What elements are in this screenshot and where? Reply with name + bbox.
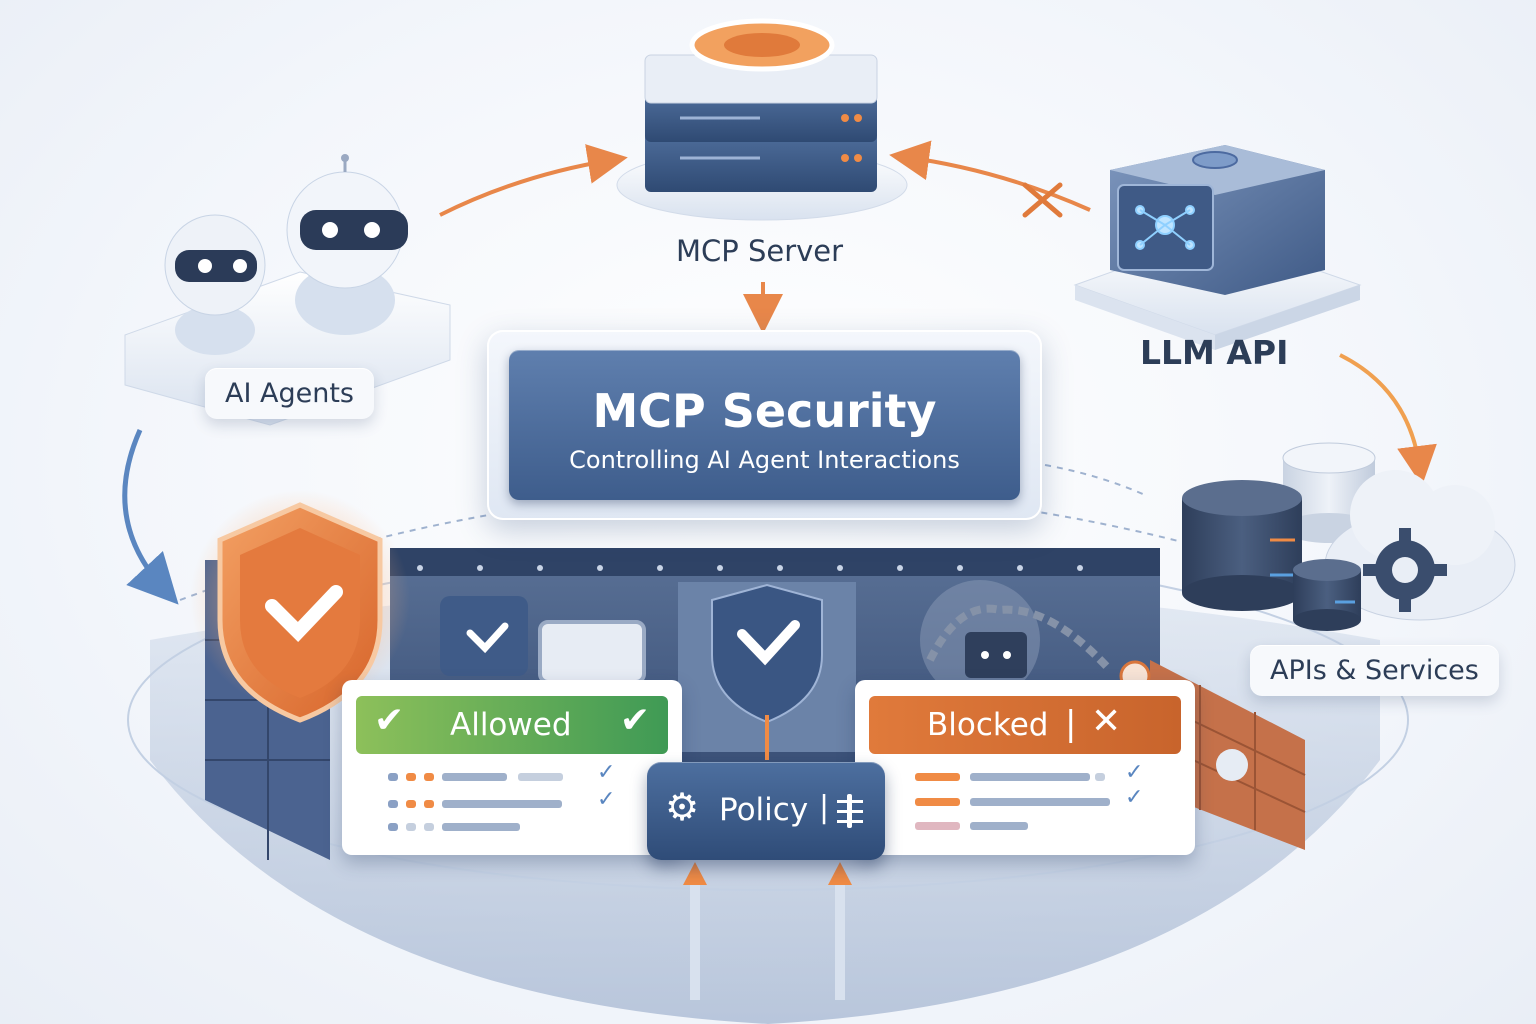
policy-label: Policy <box>719 792 809 828</box>
diagram-title: MCP Security <box>592 384 937 438</box>
diagram-subtitle: Controlling AI Agent Interactions <box>569 446 960 474</box>
arrow-llm-to-apis <box>1339 353 1437 486</box>
robot-icon-1 <box>164 214 266 355</box>
network-icon-top <box>1192 151 1238 169</box>
arrow-agents-loop <box>122 428 179 605</box>
chain-icon <box>926 604 1113 673</box>
gear-icon <box>1363 528 1447 612</box>
divider: | <box>1065 704 1077 744</box>
title-panel: MCP Security Controlling AI Agent Intera… <box>509 350 1020 500</box>
allowed-label: Allowed <box>450 707 572 743</box>
sliders-icon <box>837 794 863 828</box>
blocked-header: Blocked | ✕ <box>869 696 1181 754</box>
left-check-icon <box>466 622 509 654</box>
blocked-panel: Blocked | ✕ ✓ ✓ <box>855 680 1195 855</box>
server-layer-1 <box>645 132 877 192</box>
title-card: MCP Security Controlling AI Agent Intera… <box>487 330 1042 520</box>
apis-services-label: APIs & Services <box>1250 645 1499 696</box>
left-door-window <box>538 620 646 684</box>
policy-chip: ⚙ Policy | <box>647 762 885 860</box>
check-icon: ✓ <box>597 760 616 785</box>
left-door-shield <box>440 596 528 676</box>
check-icon: ✓ <box>1125 760 1144 785</box>
llm-api-label: LLM API <box>1140 333 1289 372</box>
firewall-badge <box>1216 749 1248 781</box>
allowed-header: ✔ Allowed ✔ <box>356 696 668 754</box>
check-icon: ✔ <box>619 700 650 741</box>
check-icon: ✓ <box>597 787 616 812</box>
check-icon: ✔ <box>374 700 405 741</box>
center-check-icon <box>737 620 800 666</box>
divider: | <box>819 790 830 825</box>
server-layer-2 <box>645 92 877 142</box>
shield-inner <box>240 528 360 698</box>
allowed-panel: ✔ Allowed ✔ ✓ ✓ <box>342 680 682 855</box>
gear-icon: ⚙ <box>665 785 700 829</box>
check-icon: ✓ <box>1125 785 1144 810</box>
padlock-icon <box>965 632 1027 678</box>
arrow-agents-to-server <box>439 144 628 217</box>
ai-agents-label: AI Agents <box>205 368 375 419</box>
arrow-llm-to-server <box>889 140 1091 212</box>
database-icon-main <box>1182 480 1302 611</box>
mcp-server-label: MCP Server <box>676 234 844 268</box>
network-icon <box>1135 205 1195 250</box>
blocked-x-icon <box>1022 182 1063 218</box>
database-icon-small <box>1293 559 1361 631</box>
blocked-label: Blocked <box>927 707 1049 743</box>
shield-check-icon <box>265 585 343 643</box>
gate-top-rail <box>390 548 1160 576</box>
rail-rivets <box>417 565 1083 571</box>
robot-icon-2 <box>286 154 408 335</box>
x-icon: ✕ <box>1091 701 1122 742</box>
